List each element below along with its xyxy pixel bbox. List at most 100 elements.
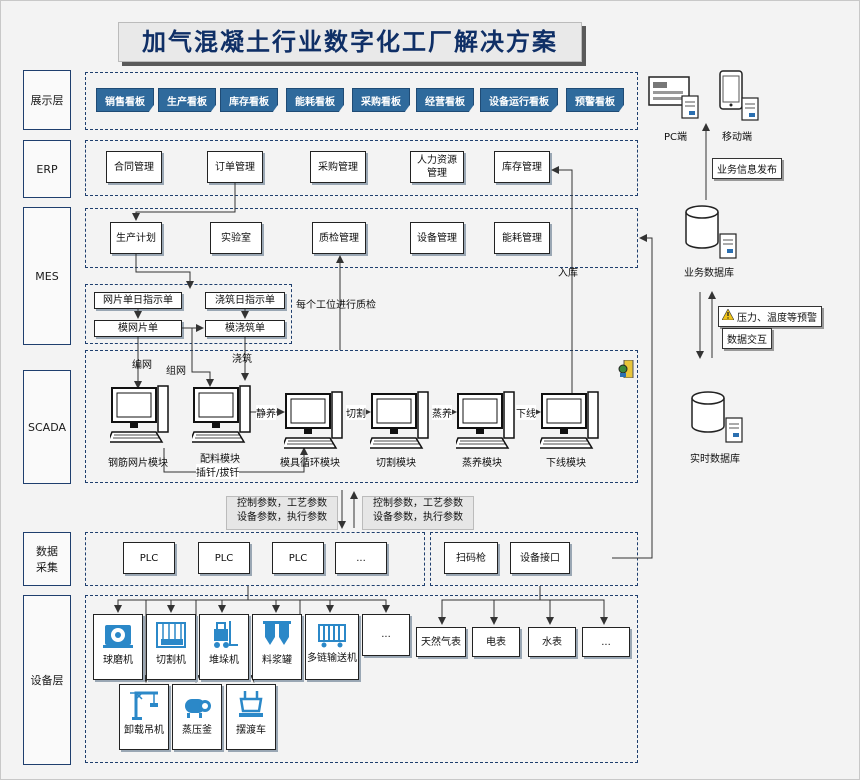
erp-inventory[interactable]: 库存管理 bbox=[494, 151, 550, 183]
mes-plan[interactable]: 生产计划 bbox=[110, 222, 162, 254]
plc-2[interactable]: PLC bbox=[198, 542, 250, 574]
equip-label: ... bbox=[381, 629, 391, 640]
mobile-label: 移动端 bbox=[722, 132, 752, 143]
equip-label: 卸载吊机 bbox=[124, 725, 164, 736]
label-warehouse-in: 入库 bbox=[558, 268, 578, 279]
station-label-batching: 配料模块 bbox=[200, 454, 240, 465]
daq-region bbox=[430, 532, 638, 586]
ferry-car-icon bbox=[239, 691, 263, 717]
label-cut: 切割 bbox=[346, 405, 366, 420]
workstation-icon[interactable] bbox=[452, 390, 516, 452]
equip-label: 料浆罐 bbox=[262, 655, 292, 666]
label-assemble: 组网 bbox=[166, 366, 186, 377]
meter-more[interactable]: ... bbox=[582, 627, 630, 657]
equip-label: 球磨机 bbox=[103, 655, 133, 666]
equip-more[interactable]: ... bbox=[362, 614, 410, 656]
equip-ferry-car[interactable]: 摆渡车 bbox=[226, 684, 276, 750]
equip-autoclave[interactable]: 蒸压釜 bbox=[172, 684, 222, 750]
server-icon bbox=[618, 359, 634, 379]
erp-hr[interactable]: 人力资源管理 bbox=[410, 151, 464, 183]
equip-label: 多链输送机 bbox=[307, 653, 357, 664]
alarm-tag: 压力、温度等预警 bbox=[718, 306, 822, 327]
meter-power[interactable]: 电表 bbox=[472, 627, 520, 657]
workstation-icon[interactable] bbox=[536, 390, 600, 452]
dashboard-operation[interactable]: 经营看板 bbox=[416, 88, 474, 112]
crane-icon bbox=[130, 691, 158, 720]
dashboard-inventory[interactable]: 库存看板 bbox=[220, 88, 278, 112]
label-pour: 浇筑 bbox=[232, 354, 252, 365]
mes-region bbox=[85, 208, 638, 268]
realtime-db-icon[interactable] bbox=[690, 390, 746, 444]
layer-erp: ERP bbox=[23, 140, 71, 198]
mes-quality[interactable]: 质检管理 bbox=[312, 222, 366, 254]
pour-daily-order[interactable]: 浇筑日指示单 bbox=[205, 292, 285, 309]
params-right: 控制参数，工艺参数 设备参数，执行参数 bbox=[362, 496, 474, 530]
mes-equipment[interactable]: 设备管理 bbox=[410, 222, 464, 254]
conveyor-icon bbox=[318, 624, 346, 648]
erp-order[interactable]: 订单管理 bbox=[207, 151, 263, 183]
label-rest: 静养 bbox=[256, 405, 276, 420]
station-label-steam: 蒸养模块 bbox=[462, 458, 502, 469]
equip-stacker[interactable]: 堆垛机 bbox=[199, 614, 249, 680]
ball-mill-icon bbox=[103, 625, 133, 648]
station-label-mesh: 钢筋网片模块 bbox=[108, 458, 168, 469]
device-interface[interactable]: 设备接口 bbox=[510, 542, 570, 574]
equip-label: 切割机 bbox=[156, 655, 186, 666]
workstation-icon[interactable] bbox=[188, 384, 252, 446]
dashboard-production[interactable]: 生产看板 bbox=[158, 88, 216, 112]
workstation-icon[interactable] bbox=[280, 390, 344, 452]
pc-terminal-icon[interactable] bbox=[648, 76, 700, 120]
meter-water[interactable]: 水表 bbox=[528, 627, 576, 657]
layer-mes: MES bbox=[23, 207, 71, 345]
equip-unloading-crane[interactable]: 卸载吊机 bbox=[119, 684, 169, 750]
workstation-icon[interactable] bbox=[106, 384, 170, 446]
business-db-icon[interactable] bbox=[684, 204, 740, 260]
plc-more[interactable]: ... bbox=[335, 542, 387, 574]
meter-gas[interactable]: 天然气表 bbox=[416, 627, 466, 657]
equip-cutter[interactable]: 切割机 bbox=[146, 614, 196, 680]
mobile-terminal-icon[interactable] bbox=[716, 70, 762, 122]
mesh-order[interactable]: 模网片单 bbox=[94, 320, 182, 337]
scanner[interactable]: 扫码枪 bbox=[444, 542, 498, 574]
plc-1[interactable]: PLC bbox=[123, 542, 175, 574]
warning-icon bbox=[721, 308, 735, 321]
label-quality-each: 每个工位进行质检 bbox=[296, 300, 376, 311]
business-db-label: 业务数据库 bbox=[684, 268, 734, 279]
equip-label: 摆渡车 bbox=[236, 725, 266, 736]
dashboard-alert[interactable]: 预警看板 bbox=[566, 88, 624, 112]
station-label-mold: 模具循环模块 bbox=[280, 458, 340, 469]
equip-conveyor[interactable]: 多链输送机 bbox=[305, 614, 359, 680]
pc-label: PC端 bbox=[664, 132, 688, 143]
alarm-text: 压力、温度等预警 bbox=[737, 313, 817, 324]
label-knit: 编网 bbox=[132, 360, 152, 371]
cutter-icon bbox=[156, 622, 186, 648]
station-label-cut: 切割模块 bbox=[376, 458, 416, 469]
dashboard-purchase[interactable]: 采购看板 bbox=[352, 88, 410, 112]
layer-display: 展示层 bbox=[23, 70, 71, 130]
exchange-tag: 数据交互 bbox=[722, 328, 772, 349]
station-label-offline: 下线模块 bbox=[546, 458, 586, 469]
erp-purchase[interactable]: 采购管理 bbox=[310, 151, 366, 183]
plc-3[interactable]: PLC bbox=[272, 542, 324, 574]
equip-label: 堆垛机 bbox=[209, 655, 239, 666]
tank-icon bbox=[263, 621, 291, 645]
display-region bbox=[85, 72, 638, 130]
equip-ball-mill[interactable]: 球磨机 bbox=[93, 614, 143, 680]
erp-contract[interactable]: 合同管理 bbox=[106, 151, 162, 183]
params-left: 控制参数，工艺参数 设备参数，执行参数 bbox=[226, 496, 338, 530]
label-insert: 插钎/拔钎 bbox=[196, 464, 240, 479]
pour-order[interactable]: 模浇筑单 bbox=[205, 320, 285, 337]
page-title: 加气混凝土行业数字化工厂解决方案 bbox=[118, 22, 582, 62]
scada-region bbox=[85, 350, 638, 483]
layer-device: 设备层 bbox=[23, 595, 71, 765]
workstation-icon[interactable] bbox=[366, 390, 430, 452]
dashboard-energy[interactable]: 能耗看板 bbox=[286, 88, 344, 112]
net-daily-order[interactable]: 网片单日指示单 bbox=[94, 292, 182, 309]
dashboard-sales[interactable]: 销售看板 bbox=[96, 88, 154, 112]
equip-slurry-tank[interactable]: 料浆罐 bbox=[252, 614, 302, 680]
label-offline: 下线 bbox=[516, 405, 536, 420]
equip-label: 蒸压釜 bbox=[182, 725, 212, 736]
dashboard-equipment[interactable]: 设备运行看板 bbox=[480, 88, 558, 112]
mes-lab[interactable]: 实验室 bbox=[210, 222, 262, 254]
mes-energy[interactable]: 能耗管理 bbox=[494, 222, 550, 254]
